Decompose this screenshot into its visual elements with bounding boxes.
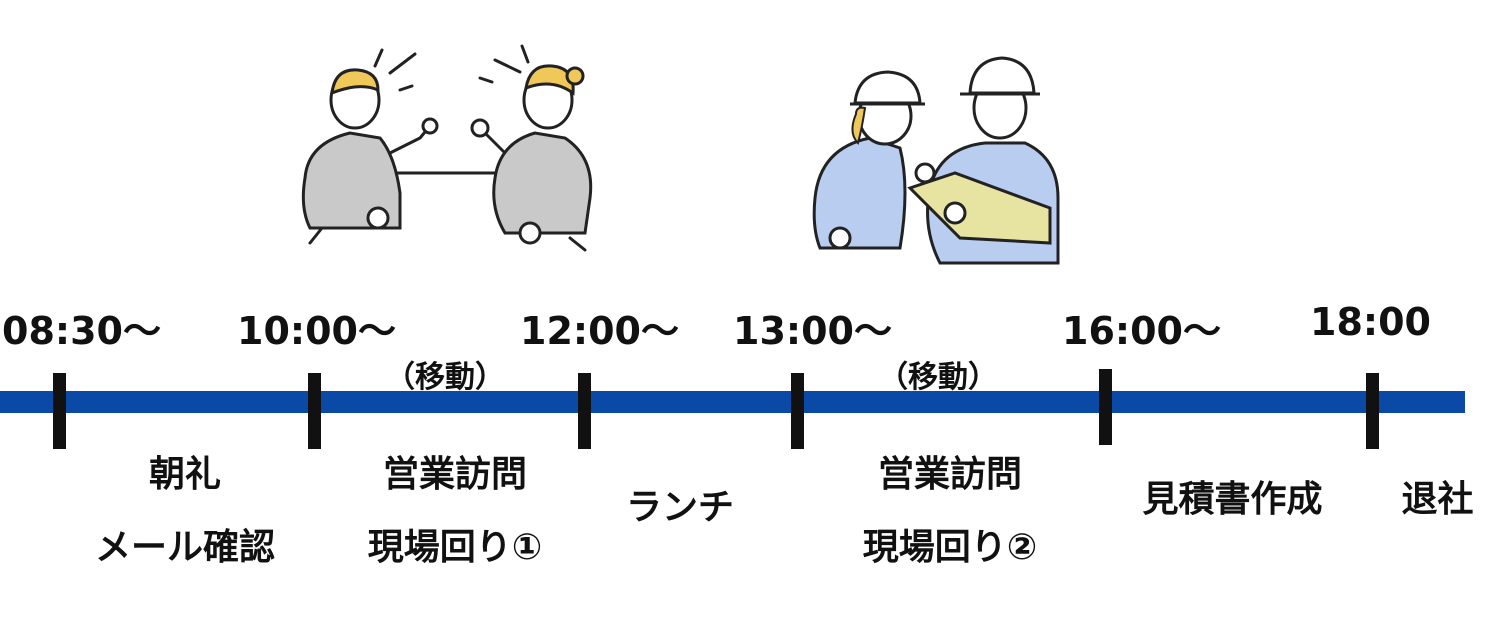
travel-note-2: （移動） <box>878 360 998 395</box>
timeline-tick <box>53 373 66 449</box>
time-0830: 08:30～ <box>2 309 161 353</box>
time-1200: 12:00～ <box>520 309 679 353</box>
time-1300: 13:00～ <box>733 309 892 353</box>
timeline-tick <box>1099 369 1112 445</box>
timeline-tick <box>1366 373 1379 449</box>
activity-sales-visit-1: 営業訪問 <box>382 454 527 495</box>
activity-site-rounds-2: 現場回り② <box>862 527 1038 568</box>
business-meeting-illustration <box>301 44 593 252</box>
activity-morning-meeting: 朝礼 <box>148 454 221 495</box>
timeline-bar <box>0 391 1465 413</box>
activity-estimate: 見積書作成 <box>1142 479 1323 520</box>
timeline-tick <box>578 373 591 449</box>
time-1600: 16:00～ <box>1062 309 1221 353</box>
construction-workers-illustration <box>812 56 1060 265</box>
activity-lunch: ランチ <box>625 487 734 528</box>
activity-email-check: メール確認 <box>94 527 275 568</box>
activity-leave-office: 退社 <box>1401 479 1474 520</box>
time-1800: 18:00 <box>1310 300 1431 344</box>
activity-sales-visit-2: 営業訪問 <box>877 454 1022 495</box>
time-1000: 10:00～ <box>237 309 396 353</box>
travel-note-1: （移動） <box>385 360 505 395</box>
activity-site-rounds-1: 現場回り① <box>367 527 543 568</box>
timeline-tick <box>791 373 804 449</box>
timeline-tick <box>308 373 321 449</box>
